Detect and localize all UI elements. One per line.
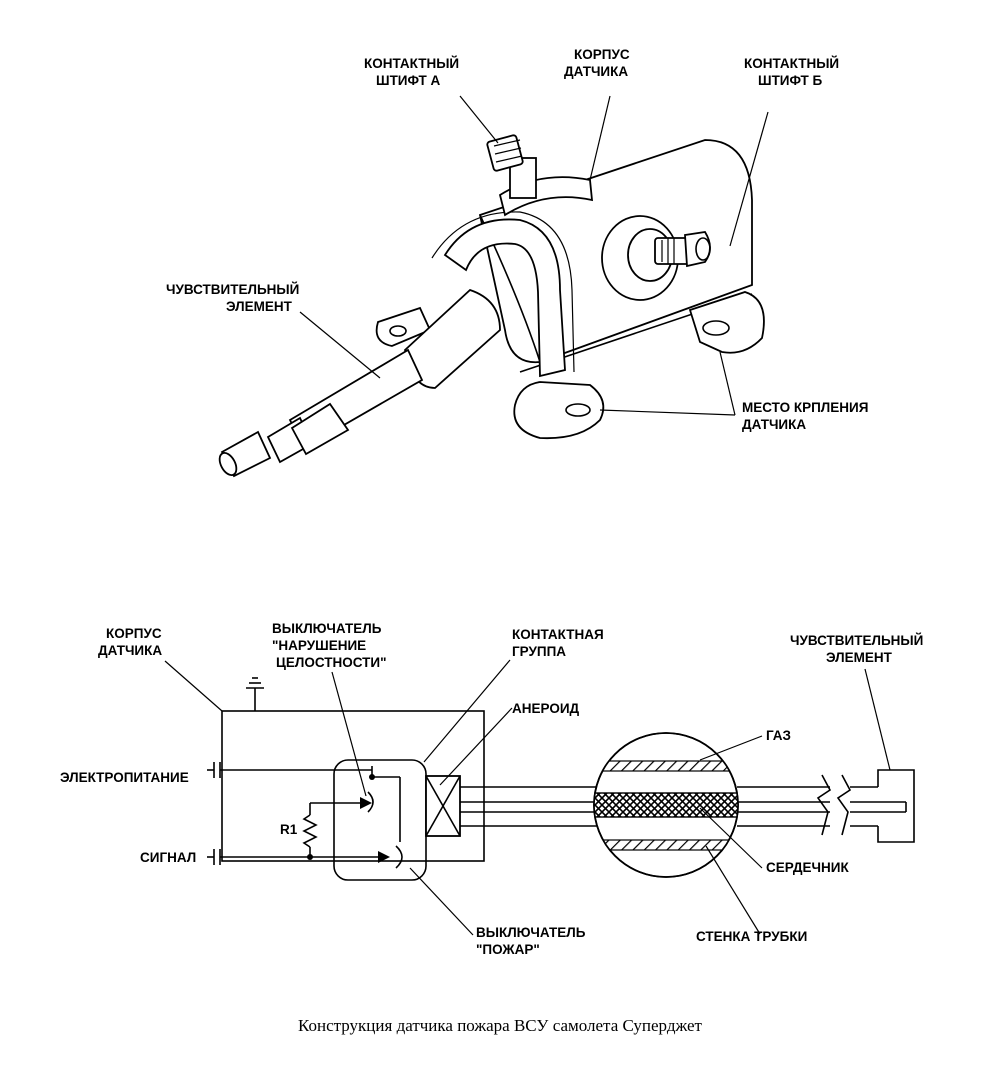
mounting-strap [443,218,566,378]
core-label: СЕРДЕЧНИК [766,860,849,875]
tube-wall-label: СТЕНКА ТРУБКИ [696,929,807,944]
housing-label-bottom: КОРПУС ДАТЧИКА [98,626,165,658]
sensing-element-label-top: ЧУВСТВИТЕЛЬНЫЙ ЭЛЕМЕНТ [166,282,303,314]
pin-b-label: КОНТАКТНЫЙ ШТИФТ Б [744,56,843,88]
sensing-element-label-bottom: ЧУВСТВИТЕЛЬНЫЙ ЭЛЕМЕНТ [790,633,927,665]
bracket-foot-front [513,381,605,440]
sensor-schematic [207,677,915,881]
pin-b-illustration [601,215,711,301]
top-leaders [299,95,769,416]
fire-switch-label: ВЫКЛЮЧАТЕЛЬ "ПОЖАР" [476,925,589,957]
housing-label-top: КОРПУС ДАТЧИКА [564,47,633,79]
figure-caption: Конструкция датчика пожара ВСУ самолета … [298,1016,703,1035]
signal-label: СИГНАЛ [140,850,196,865]
pin-a-label: КОНТАКТНЫЙ ШТИФТ А [364,56,463,88]
mount-label: МЕСТО КРПЛЕНИЯ ДАТЧИКА [742,400,872,432]
integrity-switch-label: ВЫКЛЮЧАТЕЛЬ "НАРУШЕНИЕ ЦЕЛОСТНОСТИ" [272,621,387,670]
gas-label: ГАЗ [766,728,791,743]
signal-terminal [207,849,378,865]
resistor-label: R1 [280,822,298,837]
bottom-leaders [164,659,891,936]
contact-group-label: КОНТАКТНАЯ ГРУППА [512,627,607,659]
bracket-foot-right [688,291,765,354]
sensor-illustration [218,134,765,478]
sensing-tube-joint [290,402,350,456]
power-label: ЭЛЕКТРОПИТАНИЕ [60,770,189,785]
pin-a-illustration [486,134,594,217]
resistor-r1 [302,814,318,848]
aneroid-label: АНЕРОИД [512,701,580,716]
power-terminal [207,762,372,778]
sensing-end-fitting [877,769,915,843]
housing-box [221,710,485,862]
